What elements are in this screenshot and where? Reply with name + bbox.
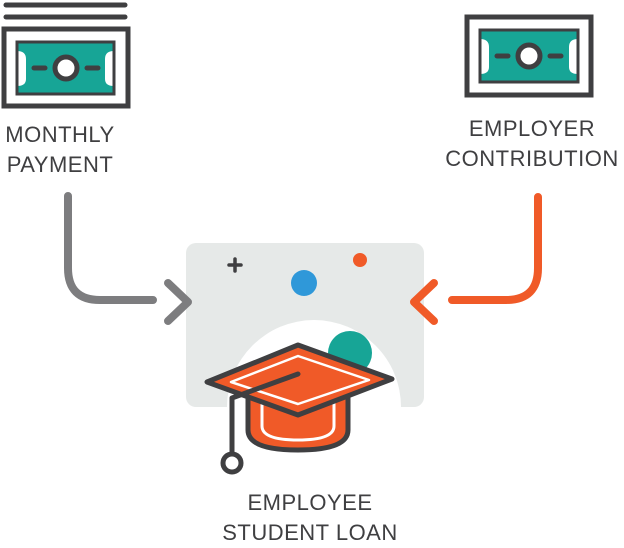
orange-dot: [353, 253, 367, 267]
arrow-left-icon: [410, 193, 542, 325]
employer-contribution-line2: CONTRIBUTION: [445, 146, 619, 171]
employee-student-loan-label: EMPLOYEE STUDENT LOAN: [200, 488, 420, 548]
employee-student-loan-line2: STUDENT LOAN: [222, 520, 398, 545]
cash-bill-icon: [464, 14, 594, 98]
employer-contribution-label: EMPLOYER CONTRIBUTION: [440, 114, 624, 174]
monthly-payment-line1: MONTHLY: [5, 122, 115, 147]
arrow-right-icon: [64, 192, 192, 325]
plus-icon: [227, 257, 243, 273]
graduation-cap-icon: [204, 342, 395, 475]
cash-bill-stack-icon: [1, 2, 131, 109]
monthly-payment-line2: PAYMENT: [6, 152, 114, 177]
monthly-payment-label: MONTHLY PAYMENT: [0, 120, 120, 180]
employer-contribution-line1: EMPLOYER: [468, 116, 596, 141]
employee-student-loan-line1: EMPLOYEE: [247, 490, 373, 515]
blue-dot: [291, 270, 317, 296]
